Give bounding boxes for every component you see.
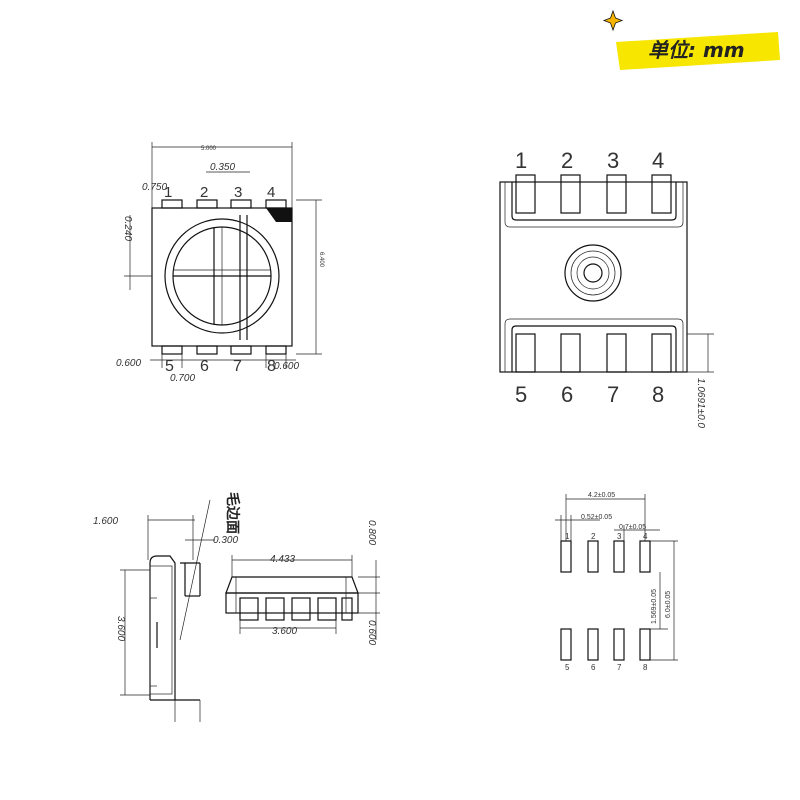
pin-pad: [230, 199, 252, 209]
pin-number: 3: [617, 532, 622, 541]
pin-pad: [291, 597, 311, 621]
thermal-pad-outer: [564, 244, 622, 302]
pin-pad: [265, 199, 287, 209]
pin-pad: [651, 333, 672, 373]
package-body: [151, 207, 293, 347]
pin-number: 5: [565, 663, 570, 672]
pin-number: 8: [643, 663, 648, 672]
pin-pad: [613, 628, 625, 661]
dim-pad-mid: 0.700: [170, 373, 195, 384]
dim-bottom-height: 0.600: [366, 620, 377, 645]
pin-pad: [639, 628, 651, 661]
pin-pad: [587, 540, 599, 573]
dim-bottom-width: 3.600: [272, 626, 297, 637]
dim-pad-h: 1.569±0.05: [651, 589, 658, 624]
dim-pin-gap: 0.350: [210, 162, 235, 173]
pin-pad: [560, 628, 572, 661]
dim-pad-gap: 0.7±0.05: [619, 524, 646, 531]
pin-number: 7: [617, 663, 622, 672]
pin-pad: [317, 597, 337, 621]
dim-thickness: 1.600: [93, 516, 118, 527]
pin-pad: [560, 540, 572, 573]
package-body: [499, 181, 688, 373]
pin-number: 3: [234, 184, 242, 201]
pin-number: 6: [561, 382, 573, 407]
pin-pad: [239, 597, 259, 621]
pin-number: 4: [652, 148, 664, 173]
dim-width: 5.000: [201, 146, 217, 152]
pin-number: 1: [565, 532, 570, 541]
pin-pad: [560, 174, 581, 214]
pin-pad: [265, 345, 287, 355]
dim-offset: 0.240: [122, 216, 133, 241]
lens-outer: [164, 218, 280, 334]
sparkle-icon: [602, 9, 624, 32]
unit-badge: 单位: mm: [616, 32, 780, 70]
pin-pad: [515, 333, 536, 373]
pin-number: 1: [164, 184, 172, 201]
pin-pad: [515, 174, 536, 214]
pin-number: 1: [515, 148, 527, 173]
pin-number: 2: [591, 532, 596, 541]
unit-label: 单位: mm: [648, 38, 745, 62]
land-pattern-drawing: [555, 494, 678, 661]
pin-number: 2: [200, 184, 208, 201]
polarity-mark: [266, 208, 292, 222]
pin-pad: [639, 540, 651, 573]
dim-overall-width: 4.2±0.05: [588, 492, 615, 499]
badge-highlight: [616, 32, 780, 70]
pin-number: 5: [515, 382, 527, 407]
pin-pad: [265, 597, 285, 621]
pin-pad: [651, 174, 672, 214]
side-body: [225, 576, 359, 594]
pin-number: 7: [607, 382, 619, 407]
pin-number: 6: [200, 358, 209, 375]
pin-pad: [606, 333, 627, 373]
side-view-drawing: [120, 499, 380, 722]
burr-surface-label: 毛边面: [224, 492, 241, 534]
pin-number: 3: [607, 148, 619, 173]
pin-pad: [161, 345, 183, 355]
dim-top-width: 4.433: [270, 554, 295, 565]
dim-height: 6.400: [318, 252, 324, 268]
dim-side-height: 3.600: [115, 616, 126, 641]
pin-pad: [196, 345, 218, 355]
dim-burr: 0.300: [213, 535, 238, 546]
pin-number: 4: [267, 184, 275, 201]
pin-number: 7: [233, 358, 242, 375]
dim-top-height: 0.800: [366, 520, 377, 545]
pin-pad: [606, 174, 627, 214]
pin-number: 8: [267, 358, 276, 375]
pin-number: 8: [652, 382, 664, 407]
pin-number: 2: [561, 148, 573, 173]
pin-pad: [560, 333, 581, 373]
pin-pad: [161, 199, 183, 209]
pin-number: 4: [643, 532, 648, 541]
dim-pad-width: 0.52±0.05: [581, 514, 612, 521]
dim-pad-right: 0.600: [274, 361, 299, 372]
dim-pad-height: 1.0691±0.0: [695, 378, 706, 428]
dim-total-h: 6.0±0.05: [665, 591, 672, 618]
pin-pad: [587, 628, 599, 661]
bottom-view-drawing: [499, 174, 714, 373]
dim-pin-width: 0.750: [142, 182, 167, 193]
dim-pad-left: 0.600: [116, 358, 141, 369]
pin-pad: [613, 540, 625, 573]
pin-pad: [230, 345, 252, 355]
pin-pad: [196, 199, 218, 209]
top-view-drawing: [124, 142, 322, 368]
pin-number: 5: [165, 358, 174, 375]
pin-number: 6: [591, 663, 596, 672]
